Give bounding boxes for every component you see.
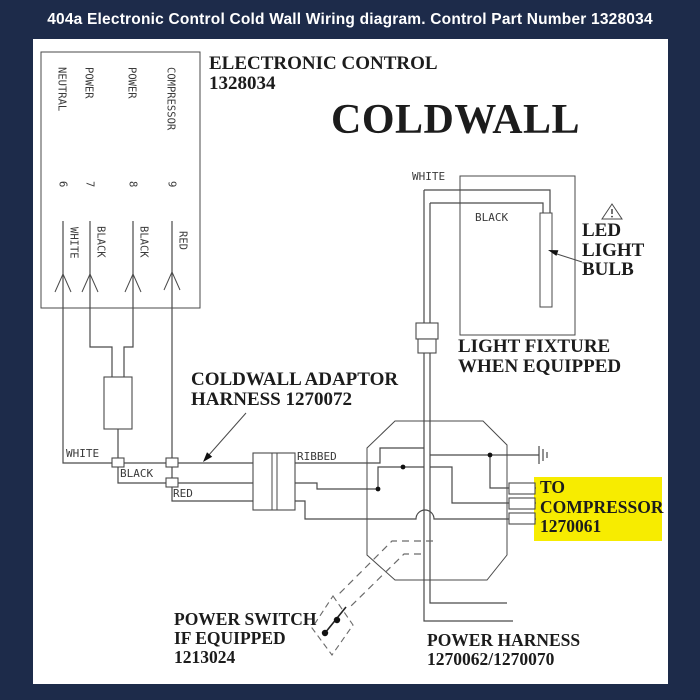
red-wire-label: RED xyxy=(173,487,193,500)
power-switch-label: POWER SWITCH IF EQUIPPED 1213024 xyxy=(174,609,317,667)
terminal-wire-color: WHITE xyxy=(67,227,80,259)
ribbed-label: RIBBED xyxy=(297,450,337,463)
terminal-function: NEUTRAL xyxy=(55,67,68,112)
adaptor-harness-label: COLDWALL ADAPTOR HARNESS 1270072 xyxy=(191,369,399,410)
terminal-wire-color: RED xyxy=(176,231,189,250)
terminal-function: COMPRESSOR xyxy=(164,67,177,131)
terminal-pin: 6 xyxy=(56,181,69,188)
to-compressor-label: TO COMPRESSOR 1270061 xyxy=(540,477,664,536)
white-wire-label: WHITE xyxy=(412,170,446,183)
black-wire-label: BLACK xyxy=(475,211,509,224)
header-bar: 404a Electronic Control Cold Wall Wiring… xyxy=(0,0,700,39)
coldwall-title: COLDWALL xyxy=(331,97,581,143)
terminal-function: POWER xyxy=(82,67,95,99)
terminal-pin: 9 xyxy=(165,181,178,188)
terminal-pin: 8 xyxy=(126,181,139,188)
white-wire-label: WHITE xyxy=(66,447,100,460)
header-title: 404a Electronic Control Cold Wall Wiring… xyxy=(47,10,653,28)
light-fixture-label: LIGHT FIXTURE WHEN EQUIPPED xyxy=(458,336,622,377)
terminal-pin: 7 xyxy=(83,181,96,188)
electronic-control-label: ELECTRONIC CONTROL 1328034 xyxy=(209,53,438,94)
control-part-number: 1328034 xyxy=(209,73,276,94)
power-harness-label: POWER HARNESS 1270062/1270070 xyxy=(427,630,581,669)
terminal-wire-color: BLACK xyxy=(94,226,107,258)
black-wire-label: BLACK xyxy=(120,467,154,480)
compressor-highlight xyxy=(534,477,662,541)
terminal-wire-color: BLACK xyxy=(137,226,150,258)
led-bulb-label: LED LIGHT BULB xyxy=(582,220,645,280)
terminal-function: POWER xyxy=(125,67,138,99)
